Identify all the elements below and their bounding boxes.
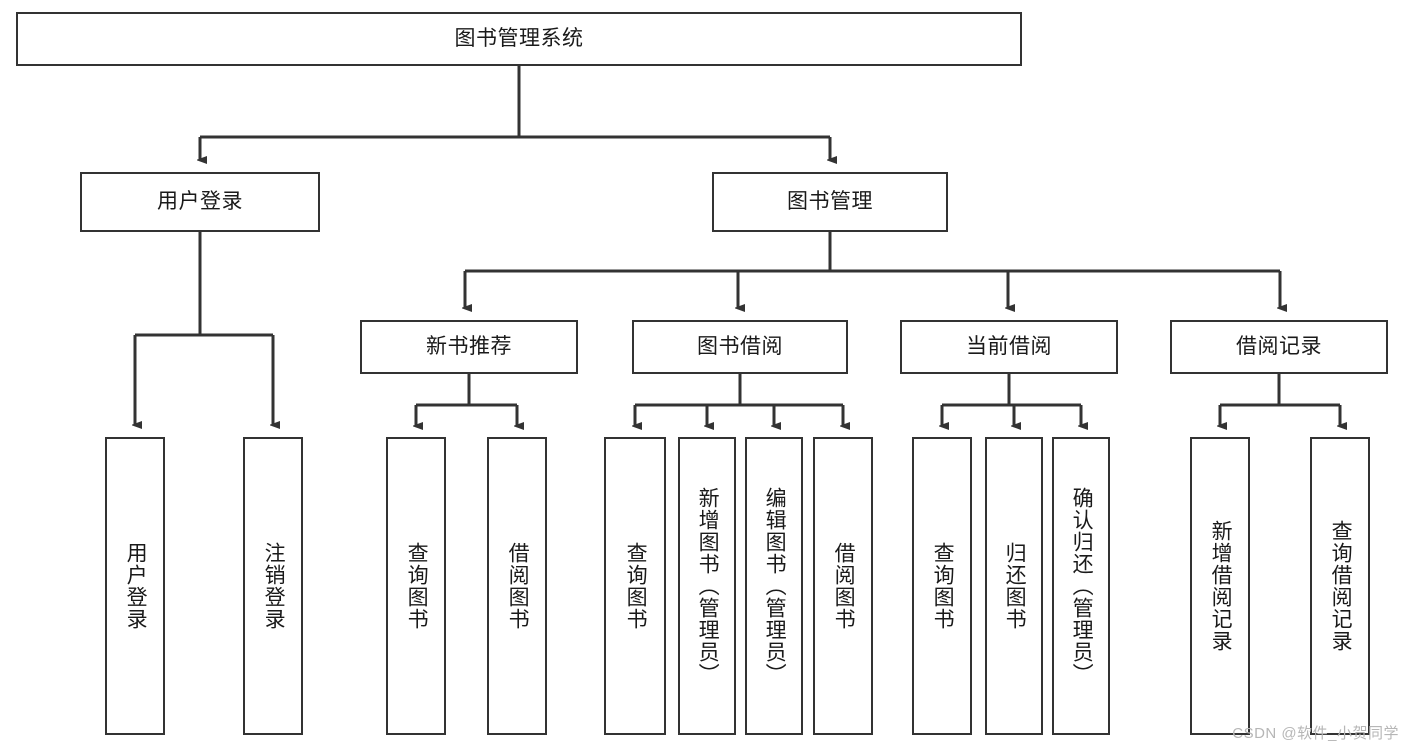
node-leaf-user-logout[interactable]: 注销登录	[243, 437, 303, 735]
node-leaf-return-book[interactable]: 归还图书	[985, 437, 1043, 735]
node-root-label: 图书管理系统	[454, 27, 584, 51]
node-leaf-query-book-1-label: 查询图书	[405, 542, 429, 630]
node-book-borrow-label: 图书借阅	[697, 335, 783, 359]
node-leaf-add-book[interactable]: 新增图书（管理员）	[678, 437, 736, 735]
node-current-borrow-label: 当前借阅	[966, 335, 1052, 359]
node-leaf-query-book-2-label: 查询图书	[624, 542, 648, 630]
node-leaf-borrow-book-2[interactable]: 借阅图书	[813, 437, 873, 735]
node-leaf-query-book-2[interactable]: 查询图书	[604, 437, 666, 735]
node-new-book-recommend[interactable]: 新书推荐	[360, 320, 578, 374]
node-leaf-add-record[interactable]: 新增借阅记录	[1190, 437, 1250, 735]
node-leaf-confirm-return[interactable]: 确认归还（管理员）	[1052, 437, 1110, 735]
node-user-login-label: 用户登录	[157, 190, 243, 214]
node-leaf-query-record-label: 查询借阅记录	[1329, 520, 1353, 652]
node-leaf-user-login[interactable]: 用户登录	[105, 437, 165, 735]
node-root[interactable]: 图书管理系统	[16, 12, 1022, 66]
node-book-borrow[interactable]: 图书借阅	[632, 320, 848, 374]
node-leaf-borrow-book-1-label: 借阅图书	[506, 542, 530, 630]
node-leaf-edit-book-label: 编辑图书（管理员）	[763, 487, 787, 685]
node-leaf-user-logout-label: 注销登录	[262, 542, 286, 630]
node-leaf-confirm-return-label: 确认归还（管理员）	[1070, 487, 1094, 685]
node-borrow-record-label: 借阅记录	[1236, 335, 1322, 359]
node-leaf-return-book-label: 归还图书	[1003, 542, 1027, 630]
node-leaf-edit-book[interactable]: 编辑图书（管理员）	[745, 437, 803, 735]
node-book-manage[interactable]: 图书管理	[712, 172, 948, 232]
node-leaf-query-book-3-label: 查询图书	[931, 542, 955, 630]
node-leaf-add-record-label: 新增借阅记录	[1209, 520, 1233, 652]
node-user-login[interactable]: 用户登录	[80, 172, 320, 232]
node-leaf-borrow-book-1[interactable]: 借阅图书	[487, 437, 547, 735]
node-leaf-add-book-label: 新增图书（管理员）	[696, 487, 720, 685]
node-borrow-record[interactable]: 借阅记录	[1170, 320, 1388, 374]
node-new-book-recommend-label: 新书推荐	[426, 335, 512, 359]
node-book-manage-label: 图书管理	[787, 190, 873, 214]
node-leaf-query-book-1[interactable]: 查询图书	[386, 437, 446, 735]
node-current-borrow[interactable]: 当前借阅	[900, 320, 1118, 374]
node-leaf-user-login-label: 用户登录	[124, 542, 148, 630]
node-leaf-borrow-book-2-label: 借阅图书	[832, 542, 856, 630]
node-leaf-query-book-3[interactable]: 查询图书	[912, 437, 972, 735]
node-leaf-query-record[interactable]: 查询借阅记录	[1310, 437, 1370, 735]
